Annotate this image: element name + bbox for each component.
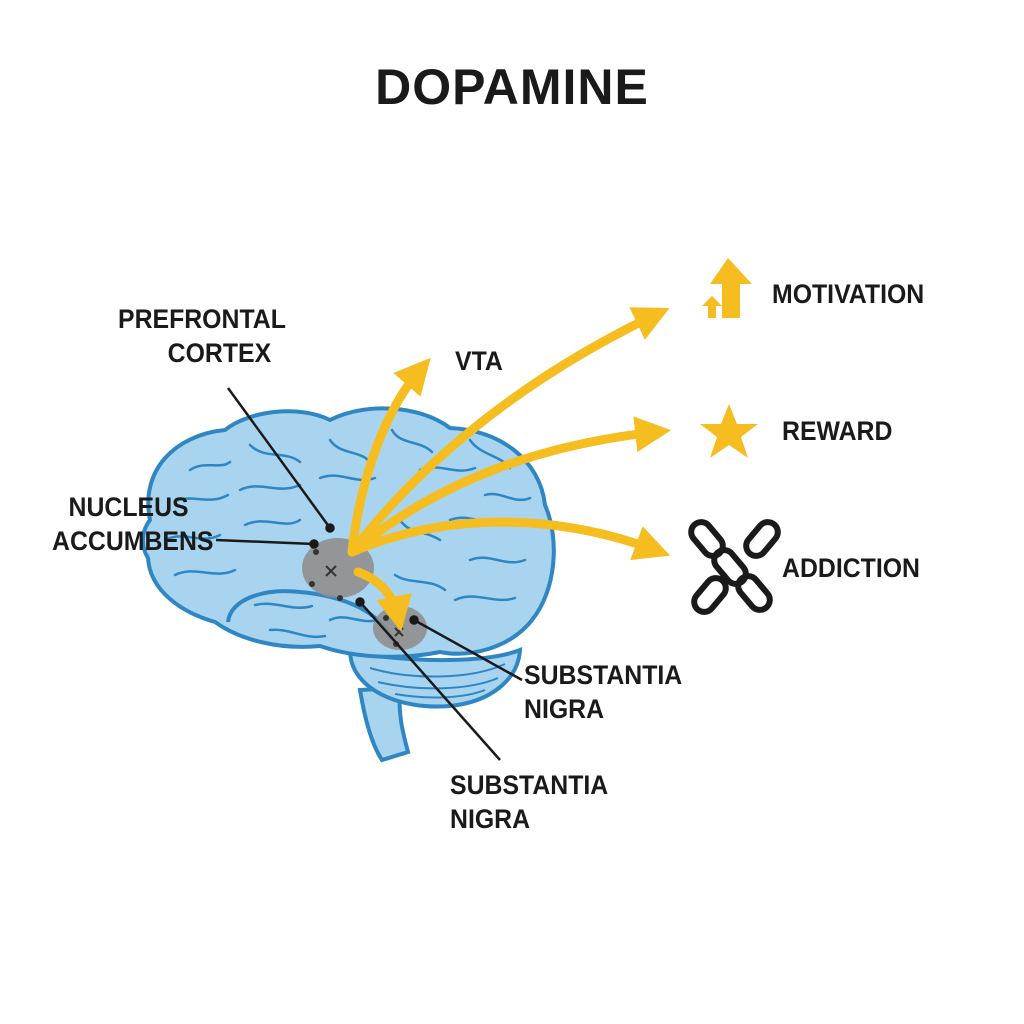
pathway-arrow-motivation <box>347 307 670 557</box>
star-icon <box>700 404 758 458</box>
diagram-title: DOPAMINE <box>375 59 649 115</box>
dopamine-pathways <box>347 307 672 632</box>
leader-nucleus <box>215 538 315 546</box>
label-vta: VTA <box>455 346 503 376</box>
effect-motivation-label: MOTIVATION <box>772 279 925 309</box>
effect-reward-label: REWARD <box>782 416 893 446</box>
leader-substantia-right <box>413 618 523 682</box>
pathway-arrow-vta <box>347 357 431 557</box>
up-arrows-icon <box>702 258 752 318</box>
brain <box>141 406 556 763</box>
label-nucleus-accumbens: NUCLEUS ACCUMBENS <box>52 492 214 556</box>
leader-prefrontal <box>226 387 332 529</box>
label-substantia-nigra-right: SUBSTANTIA NIGRA <box>524 660 683 724</box>
effect-addiction-label: ADDICTION <box>782 553 920 583</box>
pathway-arrow-substantia-nigra <box>353 567 412 632</box>
leader-substantia-bottom <box>359 601 501 761</box>
label-prefrontal-cortex: PREFRONTAL CORTEX <box>118 304 286 368</box>
label-substantia-nigra-bottom: SUBSTANTIA NIGRA <box>450 770 609 834</box>
pathway-arrow-addiction <box>347 517 671 561</box>
leader-lines <box>215 387 523 761</box>
pathway-arrow-reward <box>347 416 672 557</box>
broken-chain-icon <box>688 519 781 615</box>
